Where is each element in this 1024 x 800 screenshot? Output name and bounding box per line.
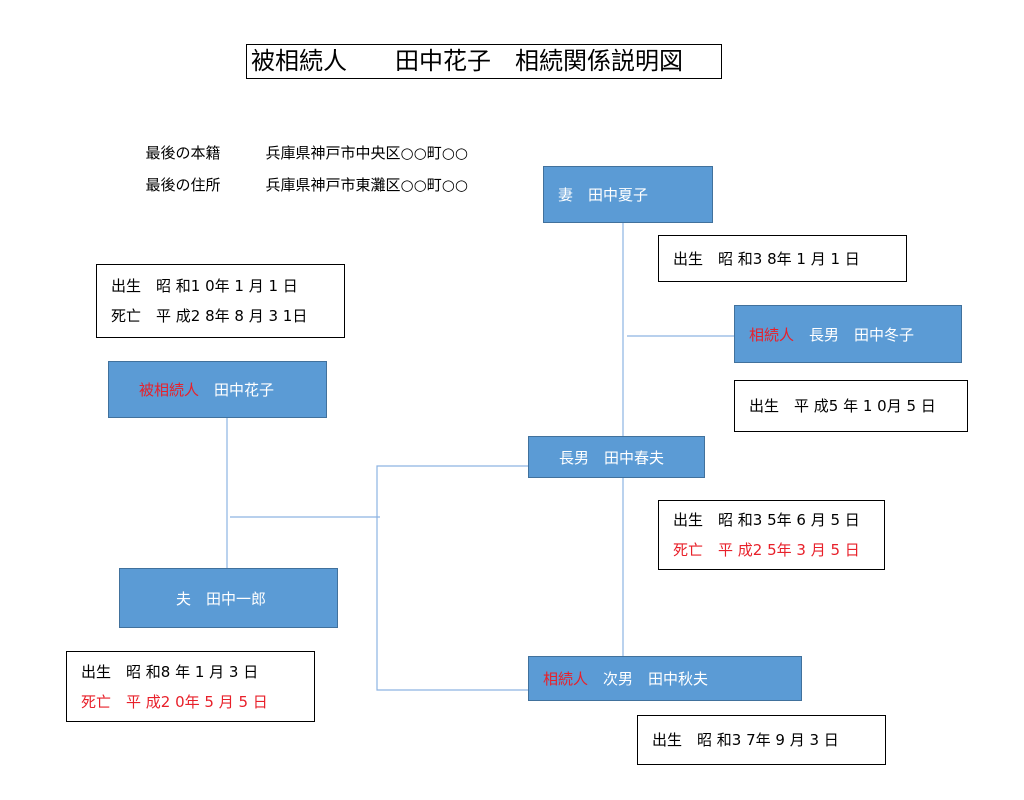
ichiro-birth: 出生 昭 和8 年 1 月 3 日 <box>81 662 259 681</box>
person-hanako[interactable]: 被相続人 田中花子 <box>108 361 327 418</box>
page-title: 被相続人 田中花子 相続関係説明図 <box>246 44 722 79</box>
hanako-role: 被相続人 <box>139 381 200 399</box>
haruo-name: 長男 田中春夫 <box>559 448 665 467</box>
last-address: 最後の住所 兵庫県神戸市東灘区○○町○○ <box>136 156 468 195</box>
last-domicile: 最後の本籍 兵庫県神戸市中央区○○町○○ <box>136 124 468 163</box>
last-domicile-label: 最後の本籍 <box>145 144 221 162</box>
person-fuyuko[interactable]: 相続人 長男 田中冬子 <box>734 305 962 363</box>
natsuko-name: 妻 田中夏子 <box>558 186 649 204</box>
person-natsuko[interactable]: 妻 田中夏子 <box>543 166 713 223</box>
last-domicile-value: 兵庫県神戸市中央区○○町○○ <box>265 144 468 162</box>
akio-birth: 出生 昭 和3 7年 9 月 3 日 <box>652 731 839 749</box>
person-akio[interactable]: 相続人 次男 田中秋夫 <box>528 656 802 701</box>
haruo-death: 死亡 平 成2 5年 3 月 5 日 <box>673 541 860 559</box>
akio-name: 次男 田中秋夫 <box>603 670 709 688</box>
haruo-dates-box: 出生 昭 和3 5年 6 月 5 日 死亡 平 成2 5年 3 月 5 日 <box>658 500 885 570</box>
akio-role: 相続人 <box>543 670 589 688</box>
ichiro-name: 夫 田中一郎 <box>176 589 267 608</box>
children-trunk-line <box>376 465 528 691</box>
fuyuko-name: 長男 田中冬子 <box>809 325 915 344</box>
fuyuko-birth: 出生 平 成5 年 1 0月 5 日 <box>749 397 936 415</box>
last-address-label: 最後の住所 <box>145 176 221 194</box>
ichiro-death: 死亡 平 成2 0年 5 月 5 日 <box>81 692 268 711</box>
natsuko-dates-box: 出生 昭 和3 8年 1 月 1 日 <box>658 235 907 282</box>
haruo-birth: 出生 昭 和3 5年 6 月 5 日 <box>673 511 860 529</box>
fuyuko-dates-box: 出生 平 成5 年 1 0月 5 日 <box>734 380 968 432</box>
natsuko-birth: 出生 昭 和3 8年 1 月 1 日 <box>673 249 860 268</box>
fuyuko-role: 相続人 <box>749 325 795 344</box>
hanako-name: 田中花子 <box>214 381 275 399</box>
person-ichiro[interactable]: 夫 田中一郎 <box>119 568 338 628</box>
ichiro-dates-box: 出生 昭 和8 年 1 月 3 日 死亡 平 成2 0年 5 月 5 日 <box>66 651 315 722</box>
last-address-value: 兵庫県神戸市東灘区○○町○○ <box>265 176 468 194</box>
hanako-death: 死亡 平 成2 8年 8 月 3 1日 <box>111 307 308 325</box>
hanako-dates-box: 出生 昭 和1 0年 1 月 1 日 死亡 平 成2 8年 8 月 3 1日 <box>96 264 345 338</box>
hanako-birth: 出生 昭 和1 0年 1 月 1 日 <box>111 277 298 295</box>
person-haruo[interactable]: 長男 田中春夫 <box>528 436 705 478</box>
akio-dates-box: 出生 昭 和3 7年 9 月 3 日 <box>637 715 886 765</box>
